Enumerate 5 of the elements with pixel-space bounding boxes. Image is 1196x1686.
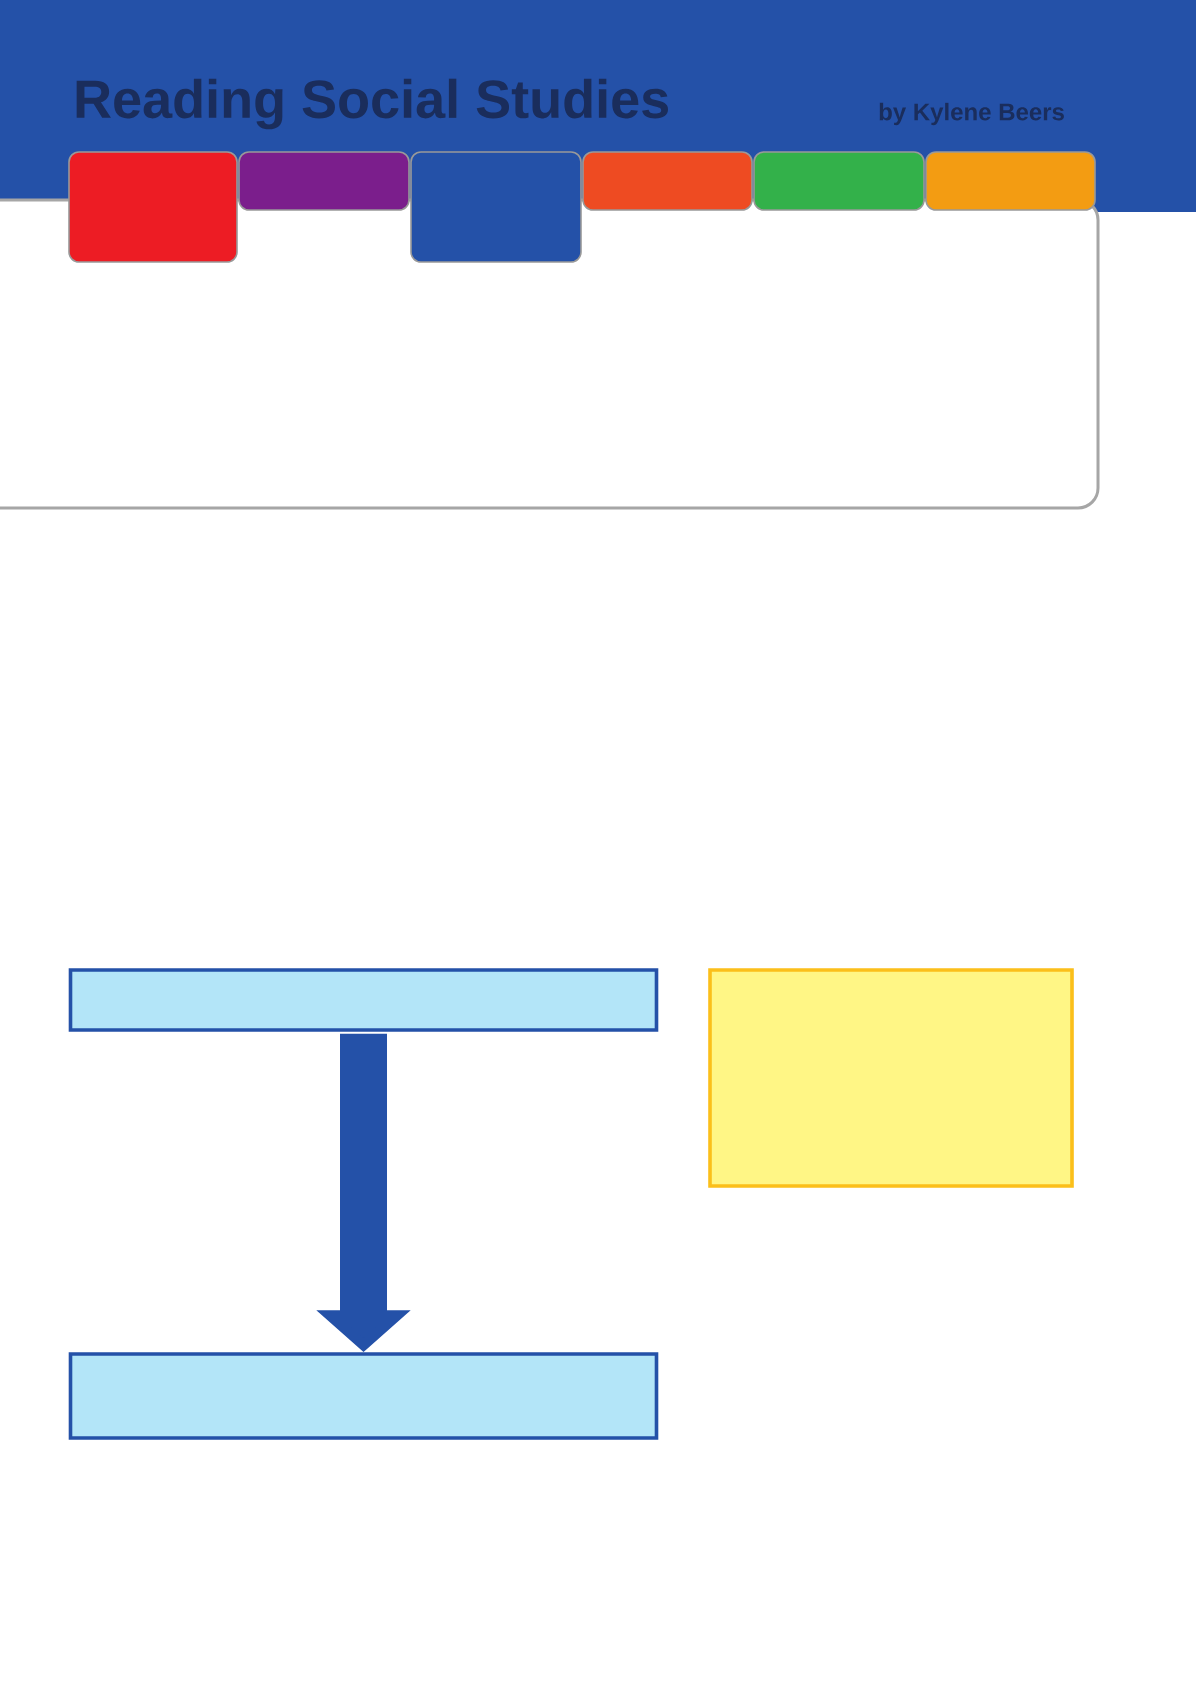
text-box xyxy=(68,968,659,1032)
title: Reading Social Studies xyxy=(76,78,668,130)
text-box xyxy=(68,1352,659,1440)
note-box xyxy=(708,968,1074,1188)
byline: by Kylene Beers xyxy=(879,102,1064,126)
